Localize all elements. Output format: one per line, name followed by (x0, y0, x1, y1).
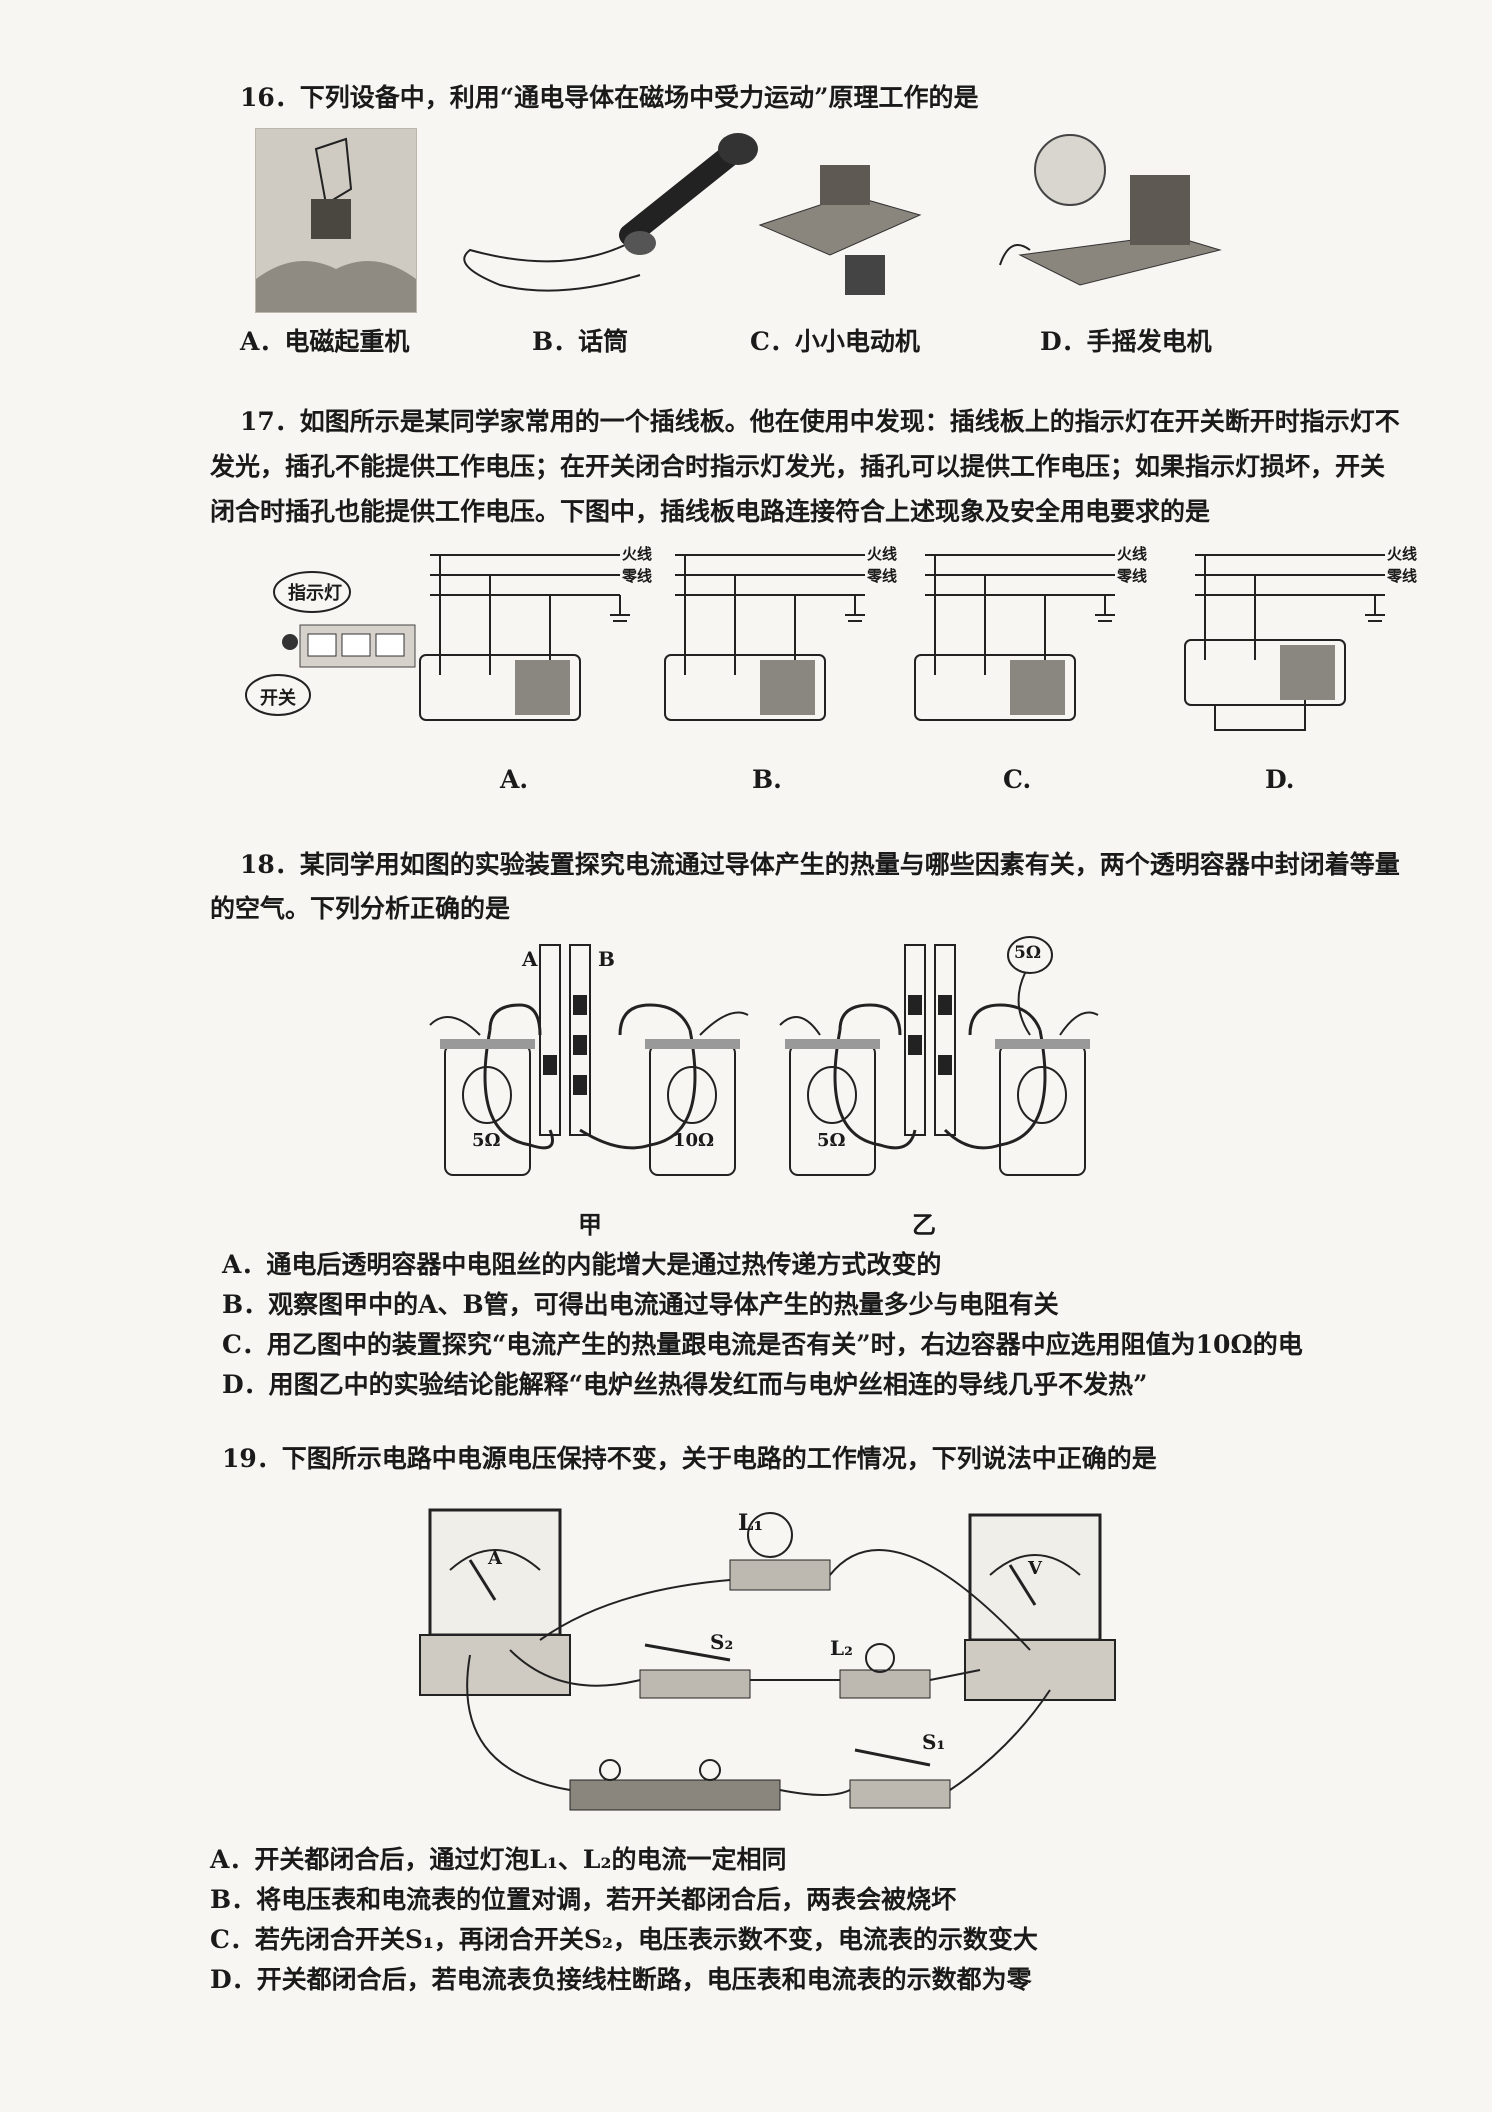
q18-option-b[interactable]: B．观察图甲中的A、B管，可得出电流通过导体产生的热量多少与电阻有关 (222, 1290, 1059, 1319)
switch-s2-label: S₂ (710, 1630, 734, 1654)
q19-stem: 19．下图所示电路中电源电压保持不变，关于电路的工作情况，下列说法中正确的是 (222, 1444, 1157, 1473)
crane-icon (256, 137, 416, 312)
figure-jia-label: 甲 (578, 1210, 602, 1239)
apparatus-jia: A B 5Ω 10Ω (429, 935, 750, 1195)
live-wire-label-b: 火线 (867, 545, 898, 563)
circuit-photo: A V L₁ S₂ L₂ S₁ (410, 1490, 1130, 1820)
microphone-photo (440, 125, 770, 310)
resistor-5-label-yi-top: 5Ω (1014, 943, 1041, 963)
circuit-c: 火线 零线 (914, 545, 1155, 725)
q16-stem: 16．下列设备中，利用“通电导体在磁场中受力运动”原理工作的是 (240, 83, 979, 112)
q19-option-a[interactable]: A．开关都闭合后，通过灯泡L₁、L₂的电流一定相同 (210, 1845, 787, 1874)
q18-stem-line-1: 18．某同学用如图的实验装置探究电流通过导体产生的热量与哪些因素有关，两个透明容… (240, 850, 1400, 879)
q16-option-b[interactable]: B．话筒 (532, 327, 629, 356)
motor-icon (758, 165, 922, 295)
resistor-5-label-jia: 5Ω (472, 1130, 501, 1151)
ammeter-label: A (488, 1548, 502, 1569)
live-wire-label-d: 火线 (1387, 545, 1418, 563)
resistor-10-label: 10Ω (673, 1130, 715, 1151)
power-strip-figure: 指示灯 开关 (240, 560, 420, 720)
circuit-a: 火线 零线 (419, 545, 660, 725)
tube-a-label: A (522, 947, 538, 971)
q17-stem-line-1: 17．如图所示是某同学家常用的一个插线板。他在使用中发现：插线板上的指示灯在开关… (240, 407, 1400, 436)
neutral-wire-label-d: 零线 (1387, 567, 1418, 585)
voltmeter-label: V (1028, 1558, 1042, 1579)
motor-photo (750, 145, 930, 305)
q18-option-a[interactable]: A．通电后透明容器中电阻丝的内能增大是通过热传递方式改变的 (222, 1250, 942, 1279)
q16-option-c[interactable]: C．小小电动机 (750, 327, 920, 356)
q16-option-a[interactable]: A．电磁起重机 (240, 327, 410, 356)
indicator-label: 指示灯 (288, 583, 342, 604)
q17-option-d[interactable]: D. (1265, 765, 1295, 794)
q17-option-c[interactable]: C. (1003, 765, 1032, 794)
q19-option-d[interactable]: D．开关都闭合后，若电流表负接线柱断路，电压表和电流表的示数都为零 (210, 1965, 1032, 1994)
circuit-b: 火线 零线 (664, 545, 905, 725)
power-strip-icon (245, 571, 416, 716)
neutral-wire-label-a: 零线 (622, 567, 653, 585)
switch-label: 开关 (260, 688, 296, 709)
figure-yi-label: 乙 (912, 1210, 936, 1239)
q19-option-c[interactable]: C．若先闭合开关S₁，再闭合开关S₂，电压表示数不变，电流表的示数变大 (210, 1925, 1038, 1954)
q17-option-a[interactable]: A. (500, 765, 529, 794)
tube-b-label: B (598, 947, 615, 971)
generator-icon (999, 134, 1222, 286)
live-wire-label-c: 火线 (1117, 545, 1148, 563)
q17-option-b[interactable]: B. (752, 765, 782, 794)
resistor-5-label-yi: 5Ω (817, 1130, 846, 1151)
q16-option-d[interactable]: D．手摇发电机 (1040, 327, 1212, 356)
q17-stem-line-3: 闭合时插孔也能提供工作电压。下图中，插线板电路连接符合上述现象及安全用电要求的是 (210, 497, 1211, 526)
switch-s1-label: S₁ (922, 1730, 946, 1754)
q17-stem-line-2: 发光，插孔不能提供工作电压；在开关闭合时指示灯发光，插孔可以提供工作电压；如果指… (210, 452, 1386, 481)
neutral-wire-label-c: 零线 (1117, 567, 1148, 585)
circuit-d: 火线 零线 (1184, 545, 1425, 735)
q18-stem-line-2: 的空气。下列分析正确的是 (210, 894, 511, 923)
apparatus-yi: 5Ω 5Ω (779, 935, 1100, 1195)
q18-option-c[interactable]: C．用乙图中的装置探究“电流产生的热量跟电流是否有关”时，右边容器中应选用阻值为… (222, 1330, 1303, 1359)
neutral-wire-label-b: 零线 (867, 567, 898, 585)
lamp-l2-label: L₂ (830, 1636, 853, 1660)
lamp-l1-label: L₁ (738, 1510, 764, 1536)
generator-photo (999, 125, 1230, 305)
microphone-icon (463, 133, 758, 292)
q18-option-d[interactable]: D．用图乙中的实验结论能解释“电炉丝热得发红而与电炉丝相连的导线几乎不发热” (222, 1370, 1148, 1399)
live-wire-label-a: 火线 (622, 545, 653, 563)
crane-photo (255, 128, 417, 313)
q19-option-b[interactable]: B．将电压表和电流表的位置对调，若开关都闭合后，两表会被烧坏 (210, 1885, 957, 1914)
